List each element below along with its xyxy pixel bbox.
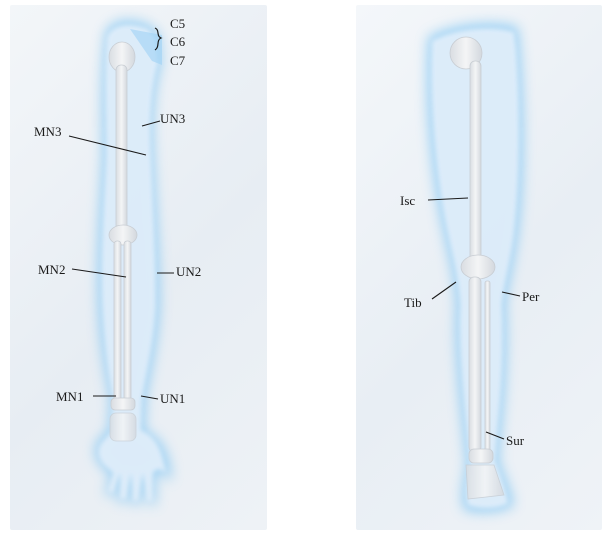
label-un2: UN2 [176, 264, 201, 279]
leader-tib [432, 282, 456, 299]
leg-panel: Isc Tib Per Sur [356, 5, 602, 530]
label-per: Per [522, 289, 540, 304]
label-un1: UN1 [160, 391, 185, 406]
leg-illustration: Isc Tib Per Sur [356, 5, 602, 530]
label-c7: C7 [170, 53, 186, 68]
arm-panel: C5 C6 C7 MN3 UN3 MN2 UN2 MN1 UN1 [10, 5, 267, 530]
label-mn2: MN2 [38, 262, 65, 277]
label-sur: Sur [506, 433, 525, 448]
arm-illustration: C5 C6 C7 MN3 UN3 MN2 UN2 MN1 UN1 [10, 5, 267, 530]
label-un3: UN3 [160, 111, 185, 126]
label-mn1: MN1 [56, 389, 83, 404]
label-c5: C5 [170, 16, 185, 31]
label-c6: C6 [170, 34, 186, 49]
label-mn3: MN3 [34, 124, 61, 139]
label-tib: Tib [404, 295, 422, 310]
label-isc: Isc [400, 193, 415, 208]
